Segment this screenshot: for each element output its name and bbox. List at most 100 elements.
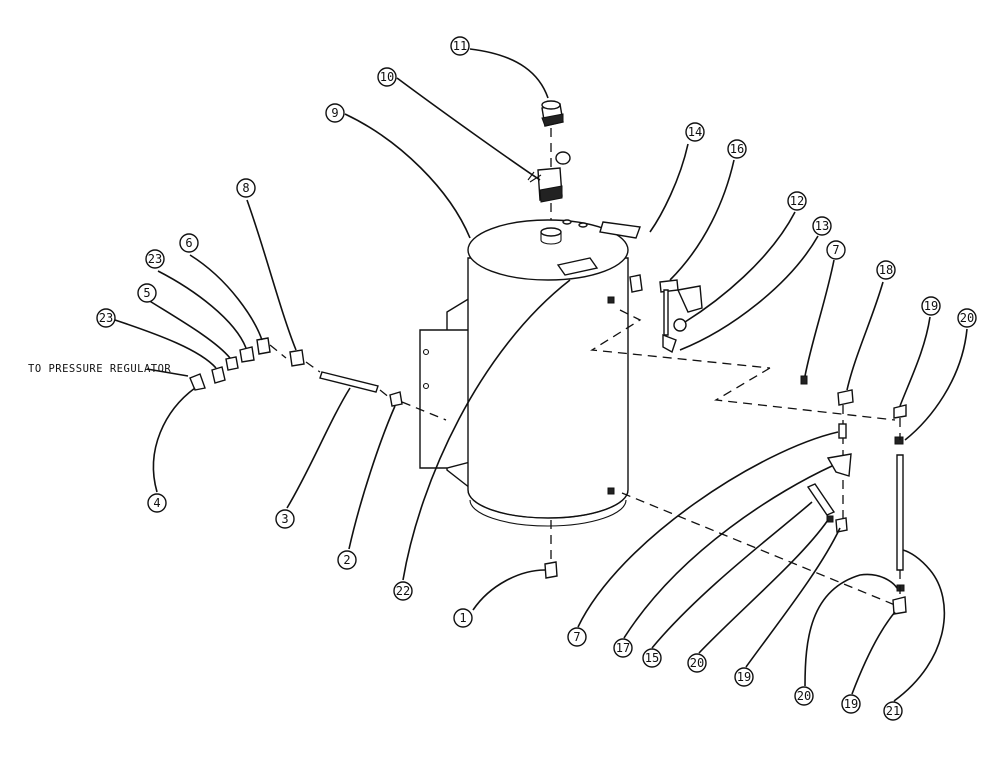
svg-text:18: 18 [879, 263, 893, 277]
svg-text:13: 13 [815, 219, 829, 233]
side-port [607, 487, 615, 495]
leader-19b [745, 527, 841, 668]
label-plate [556, 257, 599, 276]
bracket-hole [422, 348, 430, 356]
leader-2 [348, 405, 396, 550]
nipple-7b [838, 423, 847, 439]
callout-14: 14 [685, 122, 705, 142]
fitting-20b [826, 515, 834, 523]
leader-8 [246, 199, 297, 351]
svg-text:22: 22 [396, 584, 410, 598]
valve-lever-ring [555, 151, 571, 165]
callout-4: 4 [147, 493, 167, 513]
callout-23-upper: 23 [145, 249, 165, 269]
tank [419, 219, 641, 527]
cap-top [541, 100, 561, 110]
svg-text:3: 3 [281, 512, 288, 526]
callout-6: 6 [179, 233, 199, 253]
callout-21: 21 [883, 701, 903, 721]
svg-text:9: 9 [331, 106, 338, 120]
leader-23a [157, 270, 247, 349]
leader-4 [152, 387, 196, 493]
leader-11 [469, 48, 549, 99]
callout-7-top: 7 [826, 240, 846, 260]
svg-text:11: 11 [453, 39, 467, 53]
leader-7a [804, 259, 835, 377]
leader-5 [147, 299, 231, 359]
top-fitting [578, 222, 588, 228]
svg-text:16: 16 [730, 142, 744, 156]
vertical-piping [800, 375, 907, 615]
leader-13 [679, 235, 819, 351]
dash-route-upper-2 [713, 367, 896, 421]
callout-12: 12 [787, 191, 807, 211]
coupling-23a [239, 346, 255, 363]
svg-text:4: 4 [153, 496, 160, 510]
callout-17: 17 [613, 638, 633, 658]
elbow-fitting [659, 279, 679, 293]
callout-19-bottom: 19 [841, 694, 861, 714]
leader-9 [344, 113, 471, 239]
handle-15 [806, 483, 836, 516]
tee-6 [256, 337, 271, 355]
valve-outlet [527, 171, 542, 183]
callout-23-lower: 23 [96, 308, 116, 328]
leader-20b [698, 519, 829, 654]
svg-text:21: 21 [886, 704, 900, 718]
svg-text:23: 23 [148, 252, 162, 266]
leader-20c [804, 573, 898, 687]
svg-text:23: 23 [99, 311, 113, 325]
svg-text:15: 15 [645, 651, 659, 665]
top-port-neck [540, 232, 562, 245]
relief-part [676, 285, 703, 313]
gauge-ring [673, 318, 687, 332]
union-8 [289, 349, 305, 367]
callouts: 11 10 9 14 16 12 13 7 18 19 20 8 6 23 5 … [96, 36, 977, 721]
leader-6 [189, 254, 263, 341]
leader-14 [649, 143, 689, 233]
tank-bottom-rim [467, 489, 629, 519]
svg-text:17: 17 [616, 641, 630, 655]
leader-16 [669, 159, 735, 281]
svg-text:12: 12 [790, 194, 804, 208]
svg-text:19: 19 [737, 670, 751, 684]
long-pipe [896, 454, 904, 571]
leader-17 [623, 465, 833, 639]
valve-thread [539, 185, 563, 203]
bracket-hole [422, 382, 430, 390]
relief-valve-assembly [527, 100, 571, 220]
svg-text:5: 5 [143, 286, 150, 300]
side-port [607, 296, 615, 304]
regulator-leader [146, 368, 189, 377]
inlet-axis [269, 344, 447, 421]
elbow-13 [662, 333, 677, 354]
svg-text:14: 14 [688, 125, 702, 139]
leader-19a [899, 316, 931, 407]
callout-19-mid: 19 [734, 667, 754, 687]
drain-fitting-1 [544, 561, 558, 579]
leader-22 [402, 279, 571, 581]
nipple-2 [389, 391, 403, 407]
leader-23b [114, 319, 217, 369]
cap-dark-band [541, 113, 564, 127]
dash-route-upper [590, 309, 771, 369]
nipple-7 [800, 375, 808, 385]
leader-3 [286, 387, 351, 509]
fitting-square [629, 274, 643, 293]
to-pressure-regulator-note: TO PRESSURE REGULATOR [28, 363, 171, 375]
leader-12 [684, 211, 796, 323]
leader-10 [396, 77, 541, 181]
panel-part [599, 221, 641, 239]
callout-1: 1 [453, 608, 473, 628]
svg-text:19: 19 [844, 697, 858, 711]
pipe-3 [319, 371, 379, 393]
callout-11: 11 [450, 36, 470, 56]
leader-18 [846, 281, 884, 391]
callout-20-bottom: 20 [794, 686, 814, 706]
callout-22: 22 [393, 581, 413, 601]
callout-15: 15 [642, 648, 662, 668]
svg-text:2: 2 [343, 553, 350, 567]
callout-9: 9 [325, 103, 345, 123]
callout-7-bottom: 7 [567, 627, 587, 647]
